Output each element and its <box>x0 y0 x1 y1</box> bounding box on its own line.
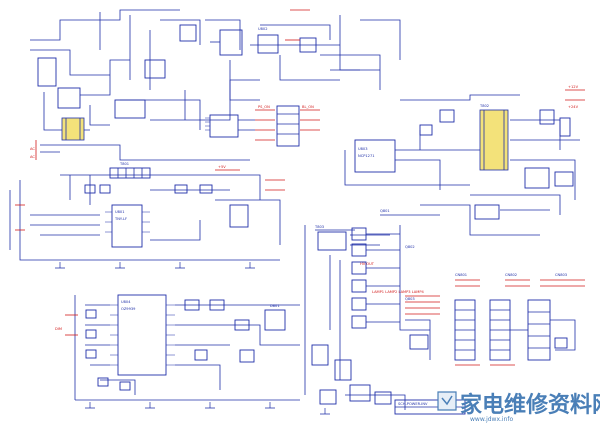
ic-top-mid-label: U802 <box>258 27 268 31</box>
ic-left-part-label: TNY-LF <box>114 217 127 221</box>
connector-section: CN801 CN802 CN803 <box>454 273 585 366</box>
hv-out-label: HV OUT <box>360 262 375 266</box>
t2-label: T802 <box>479 104 489 108</box>
standby-control-block: PS_ON BL_ON <box>205 105 320 147</box>
bridge-transformer-section: U802 <box>184 9 381 120</box>
ic-bottom-part-label: OZ9939 <box>121 307 136 311</box>
bottom-control-section: U804 OZ9939 <box>55 294 300 409</box>
ac-input-section: AC AC <box>30 9 260 161</box>
rail-12v-label: +12V <box>568 85 579 89</box>
cn3-label: CN803 <box>555 273 567 277</box>
lamp-label: LAMP1 LAMP2 LAMP3 LAMP4 <box>372 290 425 294</box>
ic-bottom-main-label: U804 <box>121 300 131 304</box>
right-converter-section: T802 U803 NCP1271 +12V +24V <box>339 15 585 236</box>
pwr-on-label: PS_ON <box>258 105 270 109</box>
q-label-2: Q802 <box>405 245 415 249</box>
left-control-section: U801 TNY-LF +5V T801 <box>9 162 285 269</box>
rail-24v-label: +24V <box>568 105 579 109</box>
cn2-label: CN802 <box>505 273 517 277</box>
t3-label: T803 <box>314 225 324 229</box>
watermark-url: www.jdwx.info <box>470 416 514 423</box>
q-label-1: Q801 <box>380 209 390 213</box>
q-label-3: Q803 <box>405 297 415 301</box>
ic-right-part-label: NCP1271 <box>358 154 375 158</box>
t1-label: T801 <box>119 162 129 166</box>
rail-5v-label: +5V <box>218 165 226 169</box>
title-block-label: SCH-POWER-INV <box>398 402 428 406</box>
cn1-label: CN801 <box>455 273 467 277</box>
svg-text:AC: AC <box>30 147 35 151</box>
inverter-bridge-section: Q801 Q802 Q803 LAMP1 LAMP2 LAMP3 LAMP4 <box>304 209 440 415</box>
d1-label: D801 <box>270 304 280 308</box>
ic-right-main-label: U803 <box>358 147 368 151</box>
dim-label: DIM <box>55 327 62 331</box>
bl-on-label: BL_ON <box>302 105 314 109</box>
ic-left-main-label: U801 <box>115 210 125 214</box>
watermark-text: 家电维修资料网 <box>460 392 600 418</box>
watermark: 家电维修资料网 www.jdwx.info <box>437 391 600 423</box>
svg-text:AC: AC <box>30 155 35 159</box>
